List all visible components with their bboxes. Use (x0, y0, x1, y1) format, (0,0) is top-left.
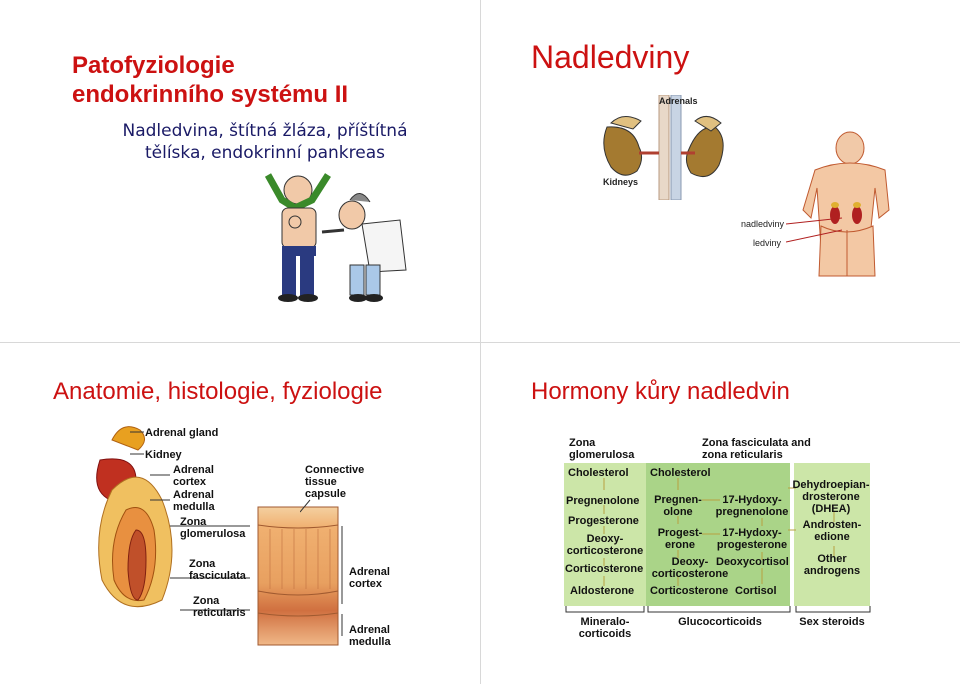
col4-dhea: Dehydroepian- drosterone (DHEA) (792, 479, 870, 515)
col1-corticosterone: Corticosterone (565, 563, 644, 575)
adrenal-gland-diagram (96, 426, 173, 608)
col1-deoxycorticosterone: Deoxy- corticosterone (566, 533, 644, 557)
col2-pregnenolone: Pregnen- olone (654, 494, 702, 518)
slide-1-title: Patofyziologie endokrinního systému II (72, 51, 348, 109)
col2-cholesterol: Cholesterol (650, 467, 711, 479)
col3-deoxycortisol: Deoxycortisol (716, 556, 789, 568)
label-adrenal-medulla-histology: Adrenal medulla (349, 624, 391, 648)
label-nadledviny: nadledviny (741, 219, 785, 229)
footer-brackets (565, 606, 871, 613)
col2-progesterone: Progest- erone (657, 527, 703, 551)
col2-corticosterone: Corticosterone (650, 585, 729, 597)
col3-cortisol: Cortisol (735, 585, 777, 597)
col4-androstenedione: Androsten- edione (802, 519, 862, 543)
slide-1-subtitle-line-1: Nadledvina, štítná žláza, příštítná (122, 121, 408, 141)
histology-label-lines (300, 499, 343, 636)
label-adrenal-gland: Adrenal gland (145, 427, 219, 439)
label-kidneys: Kidneys (603, 177, 639, 187)
col1-cholesterol: Cholesterol (568, 467, 629, 479)
label-zona-fasciculata: Zona fasciculata (189, 558, 246, 582)
slide-1-title-line-1: Patofyziologie (72, 52, 235, 79)
slide-4-title: Hormony kůry nadledvin (531, 378, 790, 405)
col2-deoxycorticosterone: Deoxy- corticosterone (651, 556, 729, 580)
label-adrenals: Adrenals (659, 96, 698, 106)
slide-3-title: Anatomie, histologie, fyziologie (53, 378, 383, 405)
slide-1-subtitle-line-2: tělíska, endokrinní pankreas (144, 143, 386, 163)
col3-17-hydroxyprogesterone: 17-Hydoxy- progesterone (716, 527, 788, 551)
header-zona-fasciculata-reticularis: Zona fasciculata and zona reticularis (702, 437, 811, 461)
col3-17-hydroxypregnenolone: 17-Hydoxy- pregnenolone (715, 494, 789, 518)
label-adrenal-medulla: Adrenal medulla (173, 489, 215, 513)
header-zona-glomerulosa: Zona glomerulosa (569, 437, 635, 461)
kidneys-diagram (603, 95, 724, 200)
slide-1-title-line-2: endokrinního systému II (72, 81, 349, 108)
footer-glucocorticoids: Glucocorticoids (678, 616, 762, 628)
slide-divider-horizontal (0, 342, 960, 343)
panel-reticularis (794, 463, 870, 606)
col1-progesterone: Progesterone (568, 515, 639, 527)
label-connective-tissue-capsule: Connective tissue capsule (305, 464, 365, 500)
steroid-pathway-arrows (603, 478, 835, 586)
panel-glomerulosa (564, 463, 646, 606)
label-ledviny: ledviny (753, 238, 782, 248)
label-adrenal-cortex: Adrenal cortex (173, 464, 214, 488)
doctor-patient-cartoon (264, 173, 407, 302)
col4-other-androgens: Other androgens (803, 553, 861, 577)
col1-aldosterone: Aldosterone (570, 585, 635, 597)
label-kidney: Kidney (145, 449, 182, 461)
slide-1-subtitle: Nadledvina, štítná žláza, příštítná tělí… (100, 120, 430, 164)
adrenal-label-lines (130, 431, 250, 611)
label-adrenal-cortex-histology: Adrenal cortex (349, 566, 390, 590)
col1-pregnenolone: Pregnenolone (566, 495, 640, 507)
histology-section (257, 506, 339, 646)
label-zona-reticularis: Zona reticularis (193, 595, 246, 619)
label-zona-glomerulosa: Zona glomerulosa (180, 516, 246, 540)
footer-sex-steroids: Sex steroids (799, 616, 865, 628)
label-pointer-lines (786, 217, 843, 243)
slide-2-title: Nadledviny (531, 39, 690, 75)
footer-mineralocorticoids: Mineralo- corticoids (578, 616, 632, 640)
man-back-illustration (802, 131, 890, 277)
